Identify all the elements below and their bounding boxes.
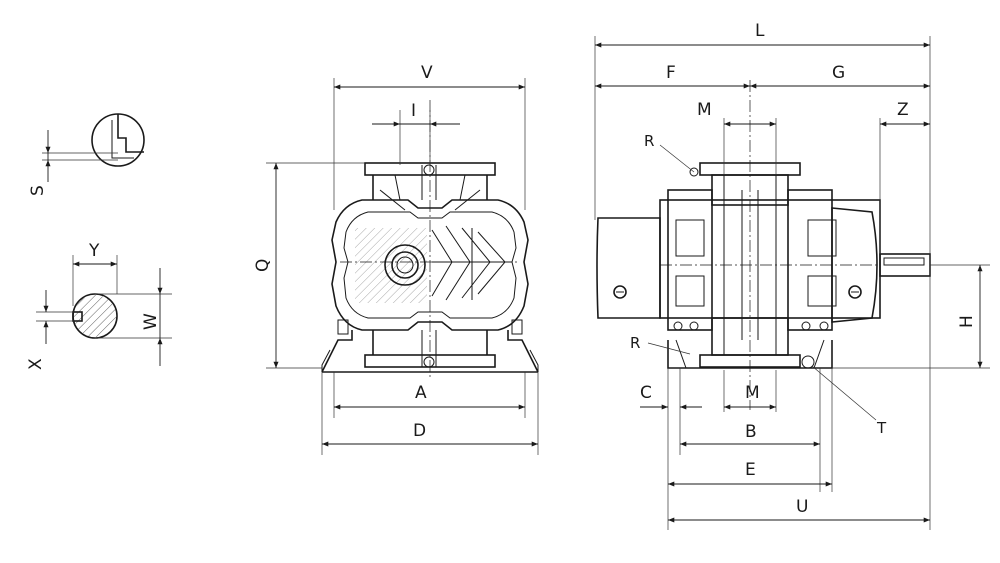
dim-label-m-bottom: M (745, 383, 760, 403)
dim-label-i: I (411, 101, 416, 121)
side-view (596, 80, 931, 410)
dim-label-z: Z (897, 100, 909, 120)
key-groove-detail: S (28, 113, 145, 196)
dim-label-r-bottom: R (630, 334, 640, 352)
dim-label-e: E (745, 460, 756, 480)
dim-label-c: C (640, 383, 652, 403)
dim-label-t: T (876, 419, 887, 437)
dim-label-b: B (745, 422, 757, 442)
side-view-dimensions: L F G M Z R H R C M (594, 21, 990, 530)
dim-label-x: X (26, 358, 46, 370)
shaft-key-detail: Y W X (26, 241, 172, 370)
dim-label-l: L (755, 21, 765, 41)
dim-label-q: Q (253, 259, 273, 272)
dim-label-w: W (141, 313, 161, 330)
dim-label-r-top: R (644, 132, 654, 150)
dim-label-u: U (796, 497, 808, 517)
dim-label-h: H (957, 315, 977, 328)
dim-label-a: A (415, 383, 427, 403)
dim-label-d: D (413, 421, 426, 441)
dim-label-s: S (28, 185, 48, 196)
dim-label-y: Y (88, 241, 100, 261)
dim-label-g: G (832, 63, 845, 83)
dim-label-f: F (666, 63, 676, 83)
dim-label-v: V (421, 63, 433, 83)
front-view-dimensions: V I Q A D (253, 63, 539, 455)
dim-label-m-top: M (697, 100, 712, 120)
